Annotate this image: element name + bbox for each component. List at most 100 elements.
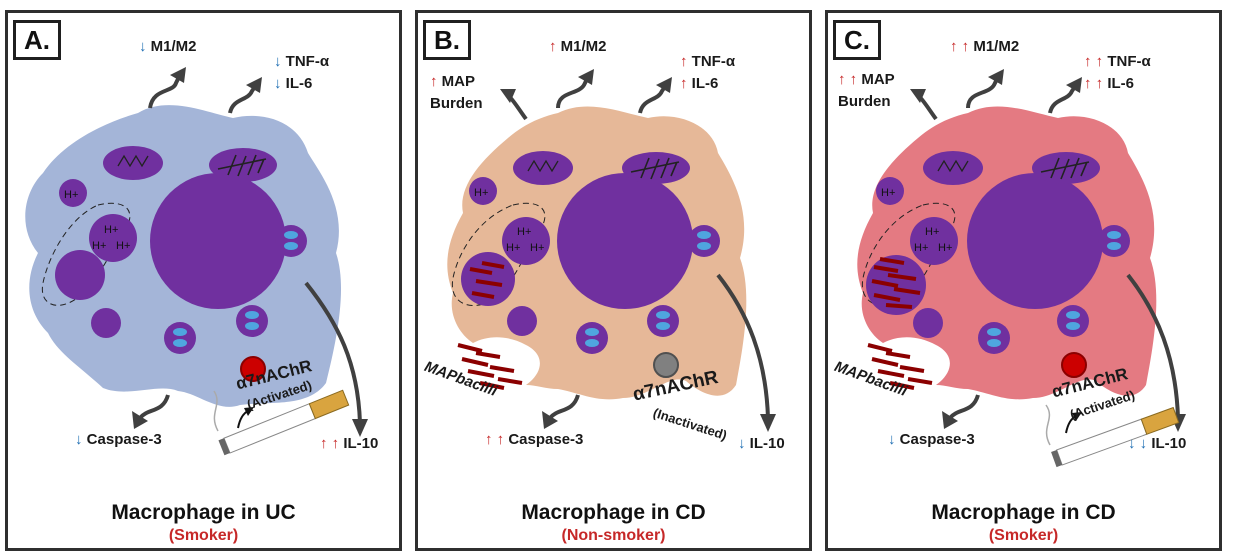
up-arrow-icon: ↑ bbox=[680, 53, 688, 70]
arrowhead-m1m2 bbox=[988, 69, 1004, 85]
proton-label: H+ bbox=[104, 224, 118, 236]
cigarette bbox=[1051, 406, 1180, 468]
activation-arrowhead bbox=[244, 407, 254, 416]
down-arrow-icon: ↓ bbox=[274, 75, 282, 92]
mitochondrion-1 bbox=[103, 146, 163, 180]
internalized-bacilli bbox=[469, 261, 505, 299]
up-arrow-icon: ↑ bbox=[1095, 75, 1104, 92]
down-arrow-icon: ↓ bbox=[738, 435, 746, 452]
phagolysosome bbox=[55, 250, 105, 300]
lysosome-h-large bbox=[910, 217, 958, 265]
panel-title: Macrophage in UC bbox=[111, 501, 296, 524]
il10-label: ↑ ↑ IL-10 bbox=[320, 435, 379, 452]
lysosome-h-small bbox=[876, 177, 904, 205]
proton-label: H+ bbox=[474, 187, 488, 199]
mitochondrion-1 bbox=[923, 151, 983, 185]
vesicle-granules bbox=[576, 322, 608, 354]
lysosome-h-small bbox=[59, 179, 87, 207]
vesicle-granules bbox=[275, 225, 307, 257]
panel-letter: C. bbox=[833, 20, 881, 60]
up-arrow-icon: ↑ bbox=[1084, 53, 1092, 70]
mitochondrion-1 bbox=[513, 151, 573, 185]
il6-label: ↑ IL-6 bbox=[680, 75, 719, 92]
arrow-cytokines bbox=[228, 83, 258, 114]
up-arrow-icon: ↑ bbox=[1084, 75, 1092, 92]
lysosome-h-small bbox=[469, 177, 497, 205]
a7nachr-receptor-inactivated bbox=[653, 352, 679, 378]
proton-label: H+ bbox=[925, 226, 939, 238]
proton-label: H+ bbox=[64, 189, 78, 201]
panel-a: H+ H+ H+ H+ A. ↓ M1/M2 ↓ TNF-α bbox=[5, 10, 402, 551]
tnf-label: ↓ TNF-α bbox=[274, 53, 330, 70]
arrow-m1m2 bbox=[148, 74, 182, 109]
down-arrow-icon: ↓ bbox=[75, 431, 83, 448]
arrow-il10 bbox=[716, 273, 770, 419]
nucleus bbox=[150, 173, 286, 309]
il10-label: ↓ ↓ IL-10 bbox=[1128, 435, 1187, 452]
map-bacilli-cluster bbox=[867, 343, 933, 390]
arrow-cytokines bbox=[638, 83, 668, 114]
mitochondrion-1-cristae bbox=[937, 159, 969, 173]
arrowhead-map-burden bbox=[910, 89, 926, 103]
down-arrow-icon: ↓ bbox=[274, 53, 282, 70]
vesicle-granules bbox=[978, 322, 1010, 354]
il6-label: ↑ ↑ IL-6 bbox=[1084, 75, 1135, 92]
granule bbox=[1107, 242, 1121, 250]
smoke bbox=[1045, 404, 1051, 446]
macrophage-diagram-c: H+ H+ H+ H+ bbox=[857, 69, 1186, 468]
arrow-caspase bbox=[548, 394, 580, 420]
nucleus bbox=[557, 173, 693, 309]
proton-label: H+ bbox=[914, 242, 928, 254]
down-arrow-icon: ↓ bbox=[1128, 435, 1136, 452]
mitochondrion-2-cristae bbox=[630, 157, 680, 180]
granule bbox=[284, 242, 298, 250]
proton-label: H+ bbox=[92, 240, 106, 252]
arrow-il10 bbox=[304, 281, 362, 424]
mitochondrion-2-cristae bbox=[1040, 157, 1090, 180]
mitochondrion-2-cristae bbox=[217, 154, 267, 177]
il6-label: ↓ IL-6 bbox=[274, 75, 313, 92]
map-bacilli-cluster bbox=[457, 343, 523, 390]
m1m2-label: ↑ M1/M2 bbox=[549, 38, 607, 55]
a7nachr-receptor-activated bbox=[240, 356, 266, 382]
vesicle-granules bbox=[236, 305, 268, 337]
up-arrow-icon: ↑ bbox=[496, 431, 505, 448]
mitochondrion-1-cristae bbox=[117, 154, 149, 168]
cigarette bbox=[218, 389, 350, 456]
tnf-label: ↑ ↑ TNF-α bbox=[1084, 53, 1151, 70]
arrowhead-il10 bbox=[352, 419, 368, 437]
arrowhead-m1m2 bbox=[170, 67, 186, 83]
a7nachr-receptor-activated bbox=[1061, 352, 1087, 378]
up-arrow-icon: ↑ bbox=[549, 38, 557, 55]
arrowhead-cytokines bbox=[656, 77, 672, 93]
arrowhead-caspase bbox=[942, 411, 958, 429]
up-arrow-icon: ↑ bbox=[680, 75, 688, 92]
down-arrow-icon: ↓ bbox=[1139, 435, 1148, 452]
phagosome-outline bbox=[451, 202, 546, 306]
vesicle-granules bbox=[647, 305, 679, 337]
granule bbox=[1066, 311, 1080, 319]
lysosome-h-large bbox=[502, 217, 550, 265]
panel-subtitle: (Smoker) bbox=[988, 527, 1059, 544]
map-label: ↑ ↑ MAP bbox=[838, 71, 895, 88]
arrow-m1m2 bbox=[556, 76, 590, 109]
nucleus bbox=[967, 173, 1103, 309]
granule bbox=[585, 328, 599, 336]
phagosome-outline bbox=[41, 202, 131, 306]
panel-title: Macrophage in CD bbox=[521, 501, 706, 524]
vesicle bbox=[91, 308, 121, 338]
arrow-caspase bbox=[138, 394, 170, 420]
arrow-il10 bbox=[1126, 273, 1180, 419]
vesicle-granules bbox=[688, 225, 720, 257]
proton-label: H+ bbox=[530, 242, 544, 254]
granule bbox=[987, 328, 1001, 336]
granule bbox=[245, 322, 259, 330]
proton-label: H+ bbox=[506, 242, 520, 254]
vesicle-granules bbox=[1057, 305, 1089, 337]
proton-label: H+ bbox=[517, 226, 531, 238]
internalized-bacilli bbox=[871, 257, 921, 309]
granule bbox=[1066, 322, 1080, 330]
macrophage-diagram-a: H+ H+ H+ H+ bbox=[25, 67, 368, 456]
up-arrow-icon: ↑ bbox=[838, 71, 846, 88]
granule bbox=[173, 328, 187, 336]
